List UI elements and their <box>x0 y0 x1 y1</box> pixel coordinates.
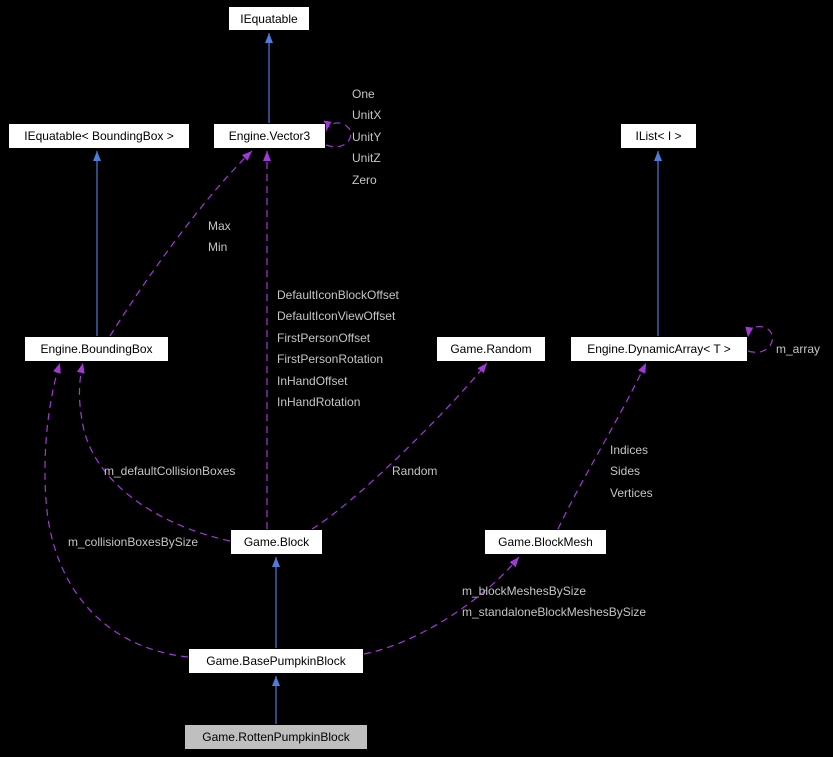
member-label: Zero <box>352 172 377 187</box>
member-label: Vertices <box>610 485 653 500</box>
edge-labels-basepumpkin-to-blockmesh: m_blockMeshesBySize m_standaloneBlockMes… <box>462 581 646 624</box>
member-label: UnitZ <box>352 151 381 166</box>
member-label: UnitX <box>352 108 382 123</box>
node-ilist[interactable]: IList< I > <box>620 123 697 149</box>
node-game-blockmesh[interactable]: Game.BlockMesh <box>484 529 607 555</box>
edge-basepumpkinblock-to-boundingbox <box>44 362 189 658</box>
member-label: InHandOffset <box>277 373 348 388</box>
edge-dynamicarray-self-loop <box>745 325 773 353</box>
member-label: Indices <box>610 443 649 457</box>
edge-label-dynamicarray-self: m_array <box>776 342 821 356</box>
edge-label-block-to-boundingbox: m_defaultCollisionBoxes <box>104 464 236 478</box>
node-game-block[interactable]: Game.Block <box>230 529 323 555</box>
edge-labels-vector3-self: One UnitX UnitY UnitZ Zero <box>352 84 381 191</box>
member-label: One <box>352 87 375 101</box>
member-label: FirstPersonOffset <box>277 330 371 345</box>
node-engine-dynamicarray[interactable]: Engine.DynamicArray< T > <box>570 336 748 362</box>
edge-labels-block-to-vector3: DefaultIconBlockOffset DefaultIconViewOf… <box>277 285 399 413</box>
member-label: Min <box>208 240 228 255</box>
node-game-basepumpkinblock[interactable]: Game.BasePumpkinBlock <box>188 648 364 674</box>
edge-block-to-boundingbox <box>76 362 231 542</box>
node-iequatable[interactable]: IEquatable <box>228 6 310 31</box>
node-game-random[interactable]: Game.Random <box>436 336 546 362</box>
member-label: m_blockMeshesBySize <box>462 584 587 598</box>
edge-block-to-random <box>311 362 488 530</box>
node-game-rottenpumpkinblock: Game.RottenPumpkinBlock <box>184 724 368 750</box>
node-iequatable-boundingbox[interactable]: IEquatable< BoundingBox > <box>8 123 190 149</box>
edge-labels-boundingbox-to-vector3: Max Min <box>208 216 231 259</box>
member-label: DefaultIconBlockOffset <box>277 288 399 302</box>
edge-label-block-to-random: Random <box>392 464 438 478</box>
node-engine-vector3[interactable]: Engine.Vector3 <box>213 123 326 149</box>
edge-boundingbox-to-vector3 <box>109 150 253 337</box>
member-label: UnitY <box>352 129 382 144</box>
edge-basepumpkinblock-to-blockmesh <box>363 556 520 655</box>
member-label: Sides <box>610 464 641 479</box>
edge-label-basepumpkin-to-boundingbox: m_collisionBoxesBySize <box>68 535 199 549</box>
member-label: Max <box>208 219 231 233</box>
member-label: FirstPersonRotation <box>277 352 384 367</box>
member-label: m_standaloneBlockMeshesBySize <box>462 605 647 620</box>
member-label: DefaultIconViewOffset <box>277 309 396 324</box>
edge-labels-blockmesh-to-dynamicarray: Indices Sides Vertices <box>610 440 653 504</box>
edge-vector3-self-loop <box>323 120 352 148</box>
node-engine-boundingbox[interactable]: Engine.BoundingBox <box>24 336 169 362</box>
member-label: InHandRotation <box>277 394 361 409</box>
